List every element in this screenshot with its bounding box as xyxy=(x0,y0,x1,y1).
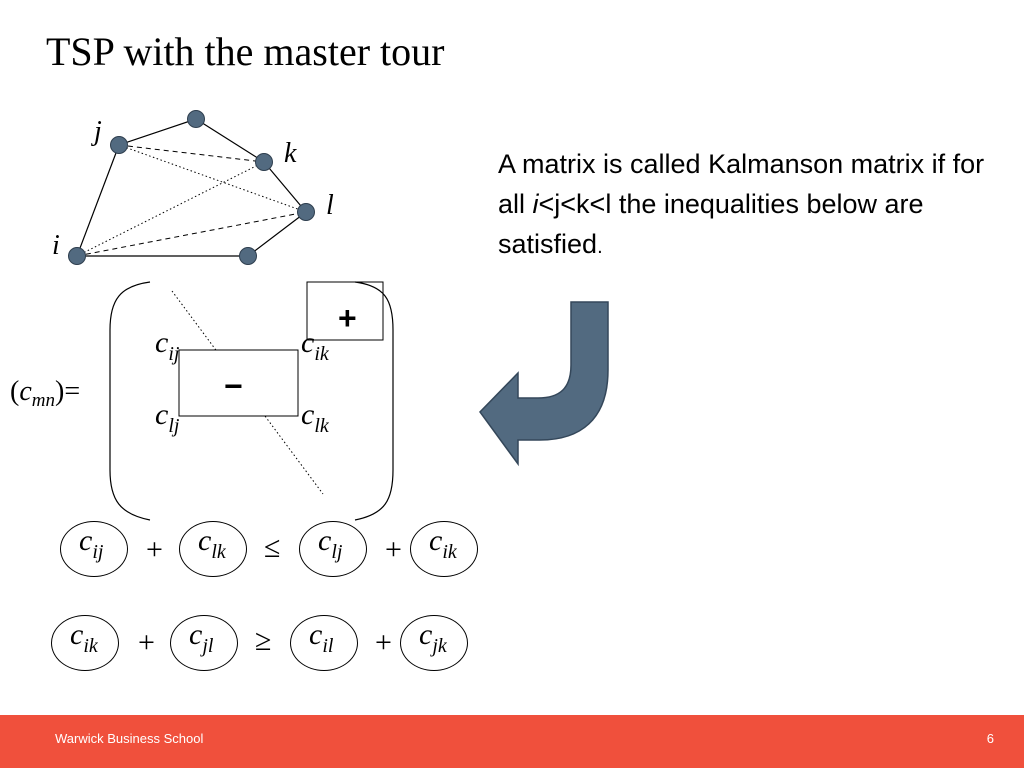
ineq2-op1: + xyxy=(138,626,155,659)
minus-sign: − xyxy=(224,368,243,404)
ineq2-term-2: cjl xyxy=(170,615,238,671)
ineq1-term-4: cik xyxy=(410,521,478,577)
ineq1-term-1: cij xyxy=(60,521,128,577)
tour-edge xyxy=(263,161,307,213)
curved-arrow-shape xyxy=(479,301,609,467)
plus-box xyxy=(306,281,384,341)
matrix-entry-clj: clj xyxy=(155,398,180,437)
definition-period: . xyxy=(597,236,603,258)
matrix-label-close: )= xyxy=(55,376,81,407)
minus-box xyxy=(178,349,299,417)
page-number: 6 xyxy=(986,731,994,746)
matrix-entry-cik: cik xyxy=(301,326,329,365)
ineq2-term-3: cil xyxy=(290,615,358,671)
footer-bar: Warwick Business School 6 xyxy=(0,715,1024,768)
chord-jl xyxy=(118,144,307,213)
ineq1-op1: + xyxy=(146,533,163,566)
ineq2-term-1: cik xyxy=(51,615,119,671)
chord-il xyxy=(76,211,307,257)
node-k xyxy=(255,153,273,171)
footer-school-name: Warwick Business School xyxy=(55,731,204,746)
plus-sign: + xyxy=(338,300,357,336)
node-label-l: l xyxy=(326,190,334,221)
matrix-entry-clk: clk xyxy=(301,398,329,437)
tour-edge xyxy=(118,118,197,146)
definition-part1: A matrix is called Kalmanson matrix if f… xyxy=(498,149,985,219)
node-label-i: i xyxy=(52,230,60,261)
ineq1-op2: + xyxy=(385,533,402,566)
ineq2-relation: ≥ xyxy=(255,624,272,657)
tour-edge xyxy=(195,118,265,163)
ineq1-relation: ≤ xyxy=(264,531,281,564)
chord-jk xyxy=(118,144,265,163)
definition-text: A matrix is called Kalmanson matrix if f… xyxy=(498,144,998,267)
slide-title: TSP with the master tour xyxy=(46,29,445,74)
tour-edge xyxy=(76,144,120,257)
ineq1-term-3: clj xyxy=(299,521,367,577)
definition-part2: <j<k<l the inequalities below are satisf… xyxy=(498,189,924,259)
node-j xyxy=(110,136,128,154)
matrix-label: (cmn)= xyxy=(10,376,80,412)
node-label-k: k xyxy=(284,138,297,169)
matrix-label-sub: mn xyxy=(31,390,55,411)
dashed-chords xyxy=(76,144,307,257)
matrix-right-bracket xyxy=(354,281,394,521)
ineq2-term-4: cjk xyxy=(400,615,468,671)
tour-nodes xyxy=(68,110,315,265)
tour-graph xyxy=(68,110,315,265)
dotted-chords xyxy=(76,144,307,257)
matrix-label-open: ( xyxy=(10,376,20,407)
matrix-label-var: c xyxy=(19,376,32,407)
curved-arrow xyxy=(479,301,609,467)
tour-edge xyxy=(247,211,307,257)
tour-edges xyxy=(76,118,307,257)
node-bottom xyxy=(239,247,257,265)
node-label-j: j xyxy=(94,116,102,147)
matrix-figure xyxy=(109,281,394,521)
matrix-entry-cij: cij xyxy=(155,326,180,365)
ineq1-term-2: clk xyxy=(179,521,247,577)
matrix-left-bracket xyxy=(109,281,151,521)
node-l xyxy=(297,203,315,221)
ineq2-op2: + xyxy=(375,626,392,659)
chord-ik xyxy=(76,161,265,257)
node-top xyxy=(187,110,205,128)
definition-italic-i: i xyxy=(532,189,539,219)
node-i xyxy=(68,247,86,265)
